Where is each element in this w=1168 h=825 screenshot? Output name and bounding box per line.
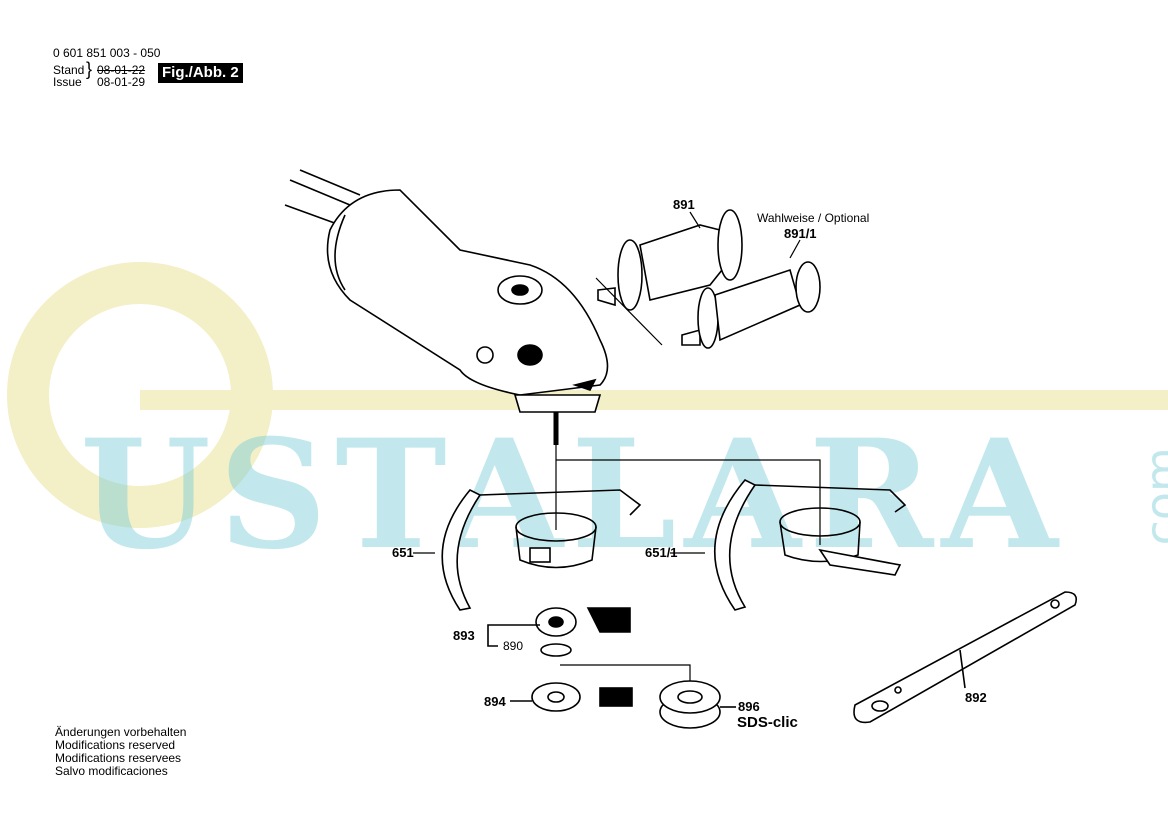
callout-651-1: 651/1 [645,545,678,560]
callout-892: 892 [965,690,987,705]
callout-896: 896 [738,699,760,714]
brace: } [86,59,93,79]
callout-891: 891 [673,197,695,212]
footer-line: Änderungen vorbehalten [55,725,187,739]
side-handle-891-1 [681,261,821,349]
stand-date: 08-01-22 [97,63,146,77]
part-number: 0 601 851 003 - 050 [53,46,161,60]
optional-note: Wahlweise / Optional [757,211,870,225]
side-handle-891 [597,209,743,311]
guard-651-1 [713,479,907,611]
footer-line: Salvo modificaciones [55,764,168,778]
pin-wrench-892 [853,591,1078,724]
issue-date: 08-01-29 [97,75,146,89]
figure-label: Fig./Abb. 2 [158,63,243,83]
callout-893: 893 [453,628,475,643]
footer-line: Modifications reservees [55,751,182,765]
callout-651: 651 [392,545,414,560]
callout-891-1: 891/1 [784,226,817,241]
quick-clamping-nut-896 [659,680,736,729]
guard-651 [441,489,642,611]
stand-label: Stand [53,63,85,77]
footer-line: Modifications reserved [55,738,176,752]
issue-label: Issue [53,75,82,89]
power-cable [284,169,361,226]
callout-890: 890 [503,639,524,653]
mounting-flange-893 [487,607,631,657]
sds-clic-label: SDS-clic [737,714,798,731]
clamping-nut-894 [510,682,633,712]
angle-grinder-body [326,189,609,445]
callout-894: 894 [484,694,506,709]
